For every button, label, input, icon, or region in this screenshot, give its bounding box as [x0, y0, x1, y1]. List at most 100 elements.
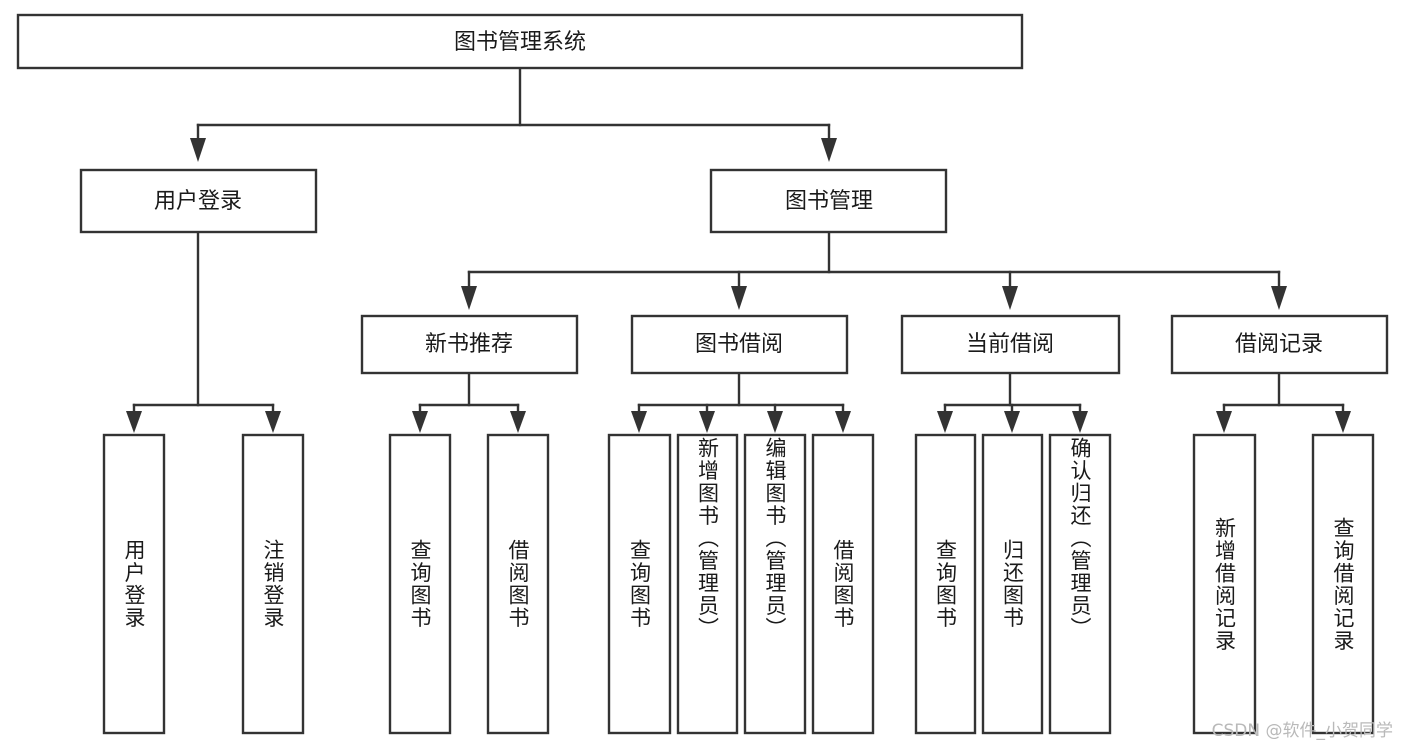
node-borrow-record-box[interactable] [1170, 314, 1389, 375]
node-book-manage-label: 图书管理 [785, 189, 873, 214]
node-leaf-edit-book-admin-box[interactable] [743, 433, 807, 735]
leaf-label-borrow-book-recommend: 借阅图书 [506, 539, 530, 629]
leaf-label-wrap-return-book: 归还图书 [1001, 539, 1025, 629]
node-leaf-borrow-book-box[interactable] [811, 433, 875, 735]
leaf-label-wrap-add-borrow-record: 新增借阅记录 [1212, 516, 1237, 652]
node-root-label: 图书管理系统 [454, 30, 586, 55]
node-leaf-query-book-current[interactable] [914, 433, 977, 735]
leaf-label-query-borrow-record: 查询借阅记录 [1331, 516, 1355, 652]
arrow-head-current-borrow [1002, 286, 1018, 310]
connector-group-user-login [126, 230, 281, 433]
connector-group-new-book-recommend [412, 371, 526, 433]
leaf-label-confirm-return-admin: 确认归还（管理员） [1068, 437, 1092, 640]
arrow-head-leaf-logout [265, 411, 281, 433]
arrow-head-borrow-record [1271, 286, 1287, 310]
leaf-label-wrap-borrow-book-recommend: 借阅图书 [506, 539, 530, 629]
node-current-borrow-label: 当前借阅 [966, 332, 1054, 357]
arrow-head-leaf-borrow-book-recommend [510, 411, 526, 433]
arrow-head-leaf-query-book-current [937, 411, 953, 433]
arrow-head-leaf-add-borrow-record [1216, 411, 1232, 433]
node-leaf-user-login[interactable] [102, 433, 166, 735]
node-leaf-query-book-borrow-box[interactable] [607, 433, 672, 735]
arrow-head-leaf-edit-book-admin [767, 411, 783, 433]
node-leaf-return-book[interactable] [981, 433, 1044, 735]
node-leaf-query-book-recommend-box[interactable] [388, 433, 452, 735]
node-leaf-add-book-admin-box[interactable] [676, 433, 739, 735]
arrow-head-leaf-return-book [1004, 411, 1020, 433]
leaf-label-add-borrow-record: 新增借阅记录 [1212, 516, 1237, 652]
node-book-borrow-box[interactable] [630, 314, 849, 375]
node-leaf-borrow-book-recommend-box[interactable] [486, 433, 550, 735]
node-current-borrow-box[interactable] [900, 314, 1121, 375]
node-new-book-recommend-label: 新书推荐 [425, 332, 513, 357]
leaf-label-add-book-admin: 新增图书（管理员） [695, 437, 720, 640]
leaf-label-wrap-query-book-current: 查询图书 [933, 539, 958, 629]
node-leaf-user-login-box[interactable] [102, 433, 166, 735]
leaf-label-wrap-query-book-recommend: 查询图书 [408, 539, 432, 629]
arrow-head-leaf-user-login [126, 411, 142, 433]
node-book-borrow-label: 图书借阅 [695, 332, 783, 357]
arrow-head-leaf-query-borrow-record [1335, 411, 1351, 433]
node-leaf-query-borrow-record[interactable] [1311, 433, 1375, 735]
node-leaf-query-book-current-box[interactable] [914, 433, 977, 735]
node-current-borrow[interactable]: 当前借阅 [900, 314, 1121, 375]
node-root[interactable]: 图书管理系统 [16, 13, 1024, 70]
node-borrow-record[interactable]: 借阅记录 [1170, 314, 1389, 375]
arrow-head-book-borrow [731, 286, 747, 310]
leaf-label-wrap-confirm-return-admin: 确认归还（管理员） [1068, 437, 1092, 640]
connector-group-book-manage [461, 230, 1287, 310]
node-book-manage-box[interactable] [709, 168, 948, 234]
node-new-book-recommend-box[interactable] [360, 314, 579, 375]
node-root-box[interactable] [16, 13, 1024, 70]
csdn-watermark: CSDN @软件_小贺同学 [1211, 721, 1393, 741]
node-leaf-confirm-return-admin[interactable] [1048, 433, 1112, 735]
arrow-head-leaf-query-book-recommend [412, 411, 428, 433]
arrow-head-leaf-add-book-admin [699, 411, 715, 433]
leaf-label-query-book-recommend: 查询图书 [408, 539, 432, 629]
node-leaf-logout[interactable] [241, 433, 305, 735]
leaf-label-wrap-logout: 注销登录 [261, 539, 285, 629]
node-leaf-query-book-recommend[interactable] [388, 433, 452, 735]
connector-group-root [190, 66, 837, 162]
node-book-manage[interactable]: 图书管理 [709, 168, 948, 234]
node-leaf-add-borrow-record-box[interactable] [1192, 433, 1257, 735]
arrow-head-book-manage [821, 138, 837, 162]
leaf-label-wrap-query-borrow-record: 查询借阅记录 [1331, 516, 1355, 652]
arrow-head-leaf-confirm-return-admin [1072, 411, 1088, 433]
connector-group-current-borrow [937, 371, 1088, 433]
node-leaf-confirm-return-admin-box[interactable] [1048, 433, 1112, 735]
node-leaf-borrow-book[interactable] [811, 433, 875, 735]
node-leaf-query-borrow-record-box[interactable] [1311, 433, 1375, 735]
leaf-label-query-book-current: 查询图书 [933, 539, 958, 629]
node-leaf-add-book-admin[interactable] [676, 433, 739, 735]
node-user-login-box[interactable] [79, 168, 318, 234]
node-leaf-add-borrow-record[interactable] [1192, 433, 1257, 735]
node-leaf-logout-box[interactable] [241, 433, 305, 735]
arrow-head-leaf-borrow-book [835, 411, 851, 433]
connector-group-borrow-record [1216, 371, 1351, 433]
node-leaf-query-book-borrow[interactable] [607, 433, 672, 735]
node-user-login-label: 用户登录 [154, 189, 242, 214]
arrow-head-leaf-query-book-borrow [631, 411, 647, 433]
leaf-label-wrap-add-book-admin: 新增图书（管理员） [695, 437, 720, 640]
leaf-label-wrap-user-login: 用户登录 [122, 539, 146, 629]
leaf-label-borrow-book: 借阅图书 [831, 539, 855, 629]
node-leaf-return-book-box[interactable] [981, 433, 1044, 735]
node-book-borrow[interactable]: 图书借阅 [630, 314, 849, 375]
node-leaf-borrow-book-recommend[interactable] [486, 433, 550, 735]
node-user-login[interactable]: 用户登录 [79, 168, 318, 234]
leaf-label-wrap-borrow-book: 借阅图书 [831, 539, 855, 629]
arrow-head-new-book-recommend [461, 286, 477, 310]
leaf-label-query-book-borrow: 查询图书 [627, 539, 652, 629]
node-borrow-record-label: 借阅记录 [1235, 332, 1323, 357]
connector-group-book-borrow [631, 371, 851, 433]
leaf-label-user-login: 用户登录 [122, 539, 146, 629]
leaf-label-wrap-edit-book-admin: 编辑图书（管理员） [763, 437, 787, 640]
leaf-label-wrap-query-book-borrow: 查询图书 [627, 539, 652, 629]
arrow-head-user-login [190, 138, 206, 162]
leaf-label-edit-book-admin: 编辑图书（管理员） [763, 437, 787, 640]
node-new-book-recommend[interactable]: 新书推荐 [360, 314, 579, 375]
node-leaf-edit-book-admin[interactable] [743, 433, 807, 735]
leaf-label-logout: 注销登录 [261, 539, 285, 629]
